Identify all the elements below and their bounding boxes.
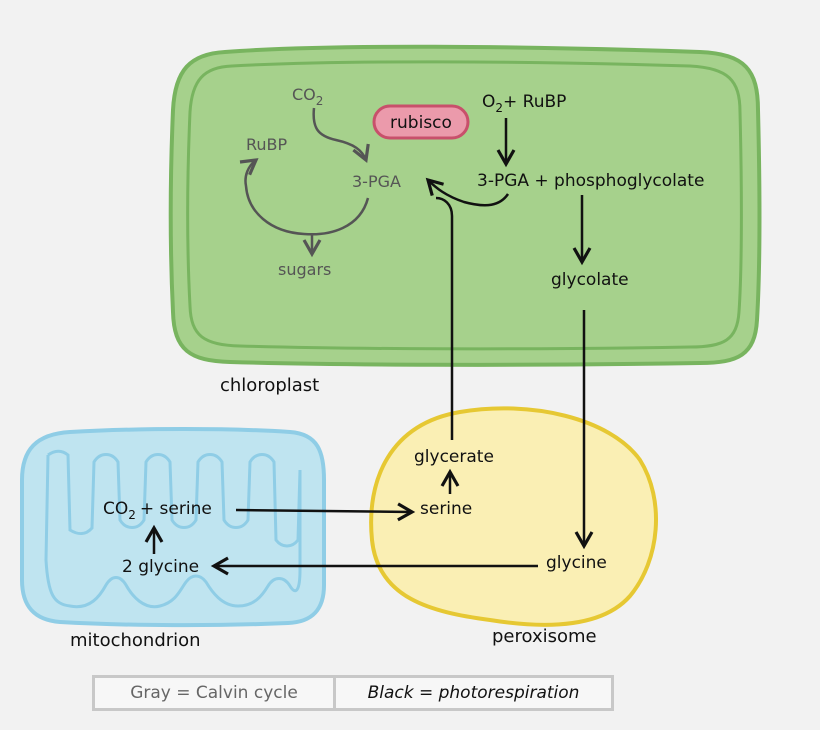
chloroplast-organelle <box>168 44 762 367</box>
legend-box: Gray = Calvin cycle Black = photorespira… <box>92 675 614 711</box>
3pga-calvin-label: 3-PGA <box>352 172 401 191</box>
glycolate-label: glycolate <box>551 270 629 290</box>
rubp-calvin-label: RuBP <box>246 135 288 154</box>
mitochondrion-organelle <box>20 427 326 628</box>
chloroplast-outer-membrane <box>168 44 762 367</box>
serine-to-peroxisome-arrow <box>235 502 416 522</box>
mitochondrion-cristae <box>44 449 302 609</box>
photorespiration-chloroplast: O2+ RuBP 3-PGA + phosphoglycolate glycol… <box>425 92 704 290</box>
o2-rubp-label: O2+ RuBP <box>482 92 566 115</box>
peroxisome-organelle <box>369 406 658 627</box>
legend-gray-calvin: Gray = Calvin cycle <box>95 678 336 708</box>
two-glycine-label: 2 glycine <box>122 557 199 577</box>
glycerate-to-3pga-arrow <box>435 196 454 440</box>
rubisco-badge: rubisco <box>372 104 470 140</box>
legend-black-photorespiration: Black = photorespiration <box>367 683 580 703</box>
calvin-cycle-loop-arrow <box>239 158 370 236</box>
peroxisome-label: peroxisome <box>492 626 597 647</box>
serine-peroxisome-label: serine <box>420 499 472 519</box>
3pga-phosphoglycolate-label: 3-PGA + phosphoglycolate <box>477 171 704 191</box>
glycine-peroxisome-label: glycine <box>546 553 607 573</box>
co2-calvin-label: CO2 <box>292 85 323 108</box>
calvin-cycle: CO2 RuBP 3-PGA sugars <box>239 85 401 279</box>
chloroplast-inner-membrane <box>186 60 743 351</box>
co2-to-3pga-arrow <box>312 107 370 163</box>
peroxisome-contents: glycerate serine glycine <box>414 447 607 573</box>
rubisco-label: rubisco <box>390 113 452 133</box>
mitochondrion-contents: CO2+ serine 2 glycine <box>103 499 212 577</box>
sugars-label: sugars <box>278 260 331 279</box>
mitochondrion-label: mitochondrion <box>70 630 201 651</box>
co2-serine-label: CO2+ serine <box>103 499 212 522</box>
3pga-to-calvin-return-arrow <box>425 177 510 207</box>
chloroplast-label: chloroplast <box>220 375 319 396</box>
glycerate-label: glycerate <box>414 447 494 467</box>
